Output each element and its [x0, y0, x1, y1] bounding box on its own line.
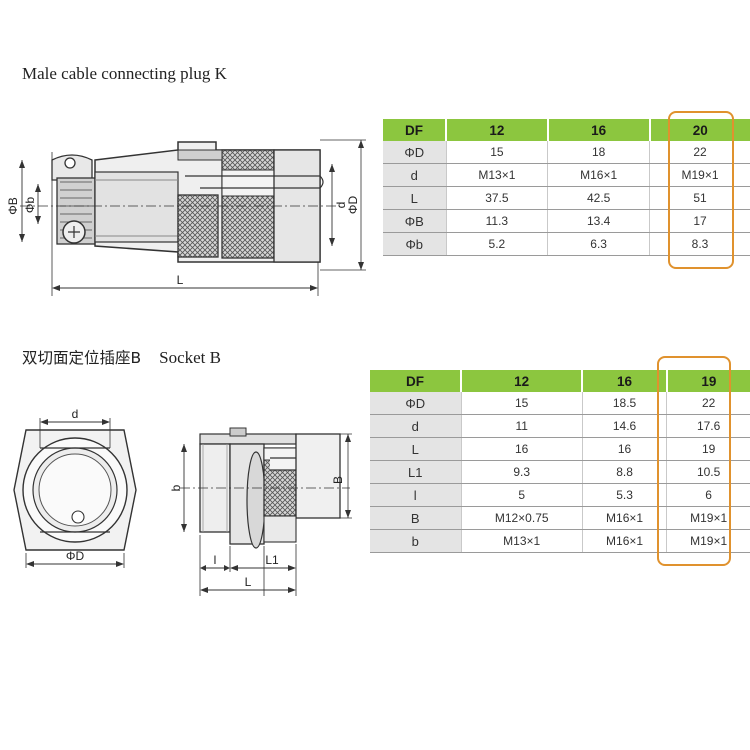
- table-header-cell: DF: [370, 370, 462, 392]
- row-label: Φb: [383, 232, 447, 256]
- row-label: L: [370, 437, 462, 461]
- table-cell: 5: [461, 483, 583, 507]
- table-row: Φb 5.2 6.3 8.3: [383, 232, 750, 256]
- dim-phiD: ΦD: [346, 196, 360, 215]
- row-label: L1: [370, 460, 462, 484]
- highlight-column-19: [657, 356, 731, 566]
- plug-k-drawing: ΦB Φb d ΦD L: [6, 139, 366, 296]
- table-cell: 42.5: [547, 186, 651, 210]
- plug-k-title: Male cable connecting plug K: [22, 64, 227, 83]
- table-cell: 5.2: [446, 232, 549, 256]
- table-cell: 15: [461, 392, 583, 415]
- row-label: l: [370, 483, 462, 507]
- dim-side-L1: L1: [265, 553, 279, 567]
- table-row: d 11 14.6 17.6: [370, 414, 750, 438]
- row-label: ΦD: [370, 392, 462, 415]
- socket-b-title: 双切面定位插座B Socket B: [22, 346, 221, 368]
- table-cell: 51: [649, 186, 750, 210]
- dim-d: d: [334, 202, 348, 209]
- table-cell: 5.3: [582, 483, 668, 507]
- row-label: d: [370, 414, 462, 438]
- table-header-cell: 20: [649, 119, 750, 141]
- table-cell: M16×1: [582, 529, 668, 553]
- dim-front-d: d: [72, 407, 79, 421]
- plug-k-spec-table: DF 12 16 20 ΦD 15 18 22 d M13×1 M16×1 M1…: [383, 119, 750, 256]
- table-cell: 14.6: [582, 414, 668, 438]
- table-cell: 15: [446, 141, 549, 164]
- row-label: ΦB: [383, 209, 447, 233]
- table-cell: 22: [649, 141, 750, 164]
- dim-front-phiD: ΦD: [66, 549, 85, 563]
- dim-side-l: l: [214, 553, 217, 567]
- dim-phiB: ΦB: [6, 197, 20, 215]
- table-cell: M19×1: [649, 163, 750, 187]
- table-header-cell: 16: [547, 119, 651, 141]
- table-row: b M13×1 M16×1 M19×1: [370, 529, 750, 553]
- table-cell: 16: [461, 437, 583, 461]
- table-row: ΦD 15 18.5 22: [370, 392, 750, 415]
- dim-side-B: B: [331, 476, 345, 484]
- highlight-column-20: [668, 111, 734, 269]
- dim-side-b: b: [170, 484, 183, 491]
- table-cell: 9.3: [461, 460, 583, 484]
- table-cell: 17: [649, 209, 750, 233]
- row-label: d: [383, 163, 447, 187]
- table-cell: 18.5: [582, 392, 668, 415]
- dim-L: L: [177, 273, 184, 287]
- table-cell: 6.3: [547, 232, 651, 256]
- table-cell: 37.5: [446, 186, 549, 210]
- table-cell: 13.4: [547, 209, 651, 233]
- table-cell: 16: [582, 437, 668, 461]
- table-cell: 8.3: [649, 232, 750, 256]
- table-row: L 37.5 42.5 51: [383, 186, 750, 210]
- socket-b-title-cn: 双切面定位插座B: [22, 349, 142, 367]
- table-cell: M13×1: [446, 163, 549, 187]
- table-row: ΦB 11.3 13.4 17: [383, 209, 750, 233]
- row-label: ΦD: [383, 141, 447, 164]
- table-row: ΦD 15 18 22: [383, 141, 750, 164]
- dim-side-L: L: [245, 575, 252, 589]
- table-header-row: DF 12 16 20: [383, 119, 750, 141]
- socket-b-side-view: b B l L1 L: [170, 427, 352, 596]
- table-row: d M13×1 M16×1 M19×1: [383, 163, 750, 187]
- socket-b-title-en: Socket B: [159, 348, 221, 367]
- socket-b-front-view: d ΦD: [13, 407, 137, 568]
- table-header-cell: DF: [383, 119, 447, 141]
- row-label: B: [370, 506, 462, 530]
- row-label: L: [383, 186, 447, 210]
- table-header-cell: 12: [461, 370, 584, 392]
- row-label: b: [370, 529, 462, 553]
- table-cell: 11: [461, 414, 583, 438]
- table-cell: 11.3: [446, 209, 549, 233]
- table-row: l 5 5.3 6: [370, 483, 750, 507]
- table-header-cell: 12: [446, 119, 549, 141]
- table-cell: M12×0.75: [461, 506, 583, 530]
- table-row: L 16 16 19: [370, 437, 750, 461]
- table-cell: 8.8: [582, 460, 668, 484]
- table-cell: M16×1: [582, 506, 668, 530]
- table-cell: M16×1: [547, 163, 651, 187]
- table-row: L1 9.3 8.8 10.5: [370, 460, 750, 484]
- table-header-cell: 16: [582, 370, 668, 392]
- table-cell: 18: [547, 141, 651, 164]
- table-cell: M13×1: [461, 529, 583, 553]
- dim-phib: Φb: [23, 197, 37, 214]
